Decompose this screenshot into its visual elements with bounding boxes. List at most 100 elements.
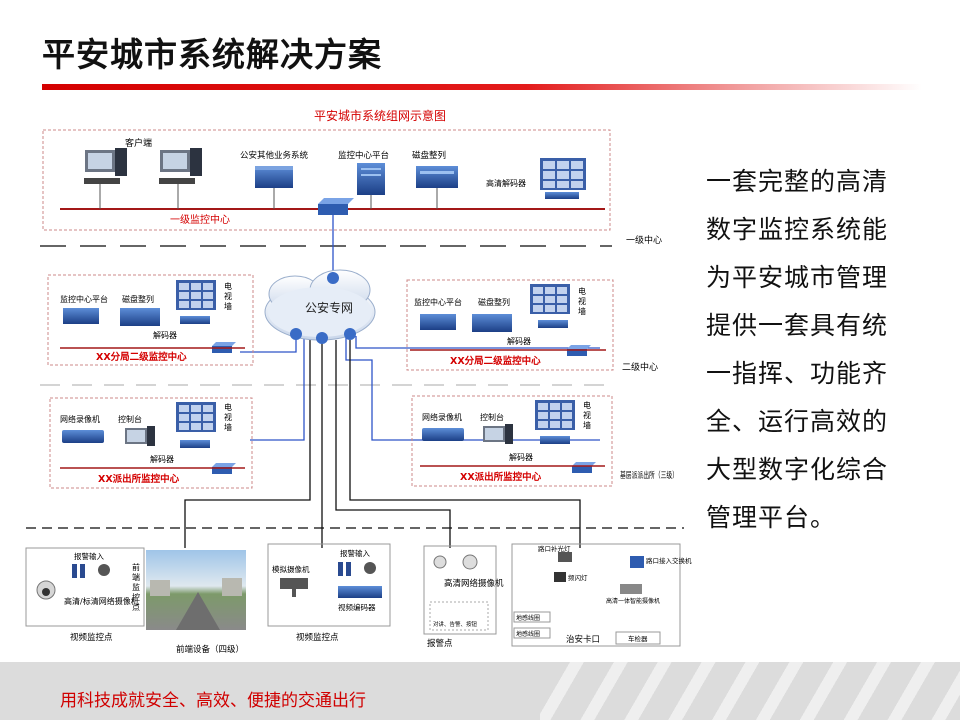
disk-label: 磁盘整列 bbox=[412, 150, 446, 161]
core-switch-icon bbox=[318, 198, 354, 215]
diagram-title: 平安城市系统组网示意图 bbox=[314, 108, 446, 123]
frontend-group-label: 前端设备（四级） bbox=[176, 644, 244, 655]
decoder-label: 高清解码器 bbox=[486, 178, 526, 188]
footer-slogan: 用科技成就安全、高效、便捷的交通出行 bbox=[60, 691, 366, 711]
branch-left-box bbox=[47, 274, 254, 366]
branch-right-decoder-label: 解码器 bbox=[507, 336, 531, 346]
station-left-console bbox=[125, 426, 155, 446]
branch-left-tvwall bbox=[176, 280, 216, 324]
branch-left-platform-label: 监控中心平台 bbox=[60, 294, 108, 304]
point1-alarm-label: 报警输入 bbox=[74, 551, 104, 561]
level1-center-label: 一级监控中心 bbox=[170, 213, 230, 226]
level1-tag: 一级中心 bbox=[626, 234, 662, 246]
point2-label: 视频监控点 bbox=[296, 632, 339, 643]
point4-detector-label: 车检器 bbox=[628, 634, 648, 643]
client-computer bbox=[84, 148, 127, 184]
station-right-console-label: 控制台 bbox=[480, 412, 504, 422]
branch-right-box bbox=[406, 279, 614, 371]
point2-alarm-label: 报警输入 bbox=[340, 548, 370, 558]
police-system-server bbox=[255, 166, 293, 188]
police-network-cloud bbox=[264, 269, 376, 344]
branch-left-platform bbox=[63, 308, 99, 324]
platform-server bbox=[357, 163, 385, 195]
branch-right-disk bbox=[472, 314, 512, 332]
network-label: 公安专网 bbox=[305, 300, 353, 315]
description-text: 一套完整的高清数字监控系统能为平安城市管理提供一套具有统一指挥、功能齐全、运行高… bbox=[706, 167, 889, 532]
station-right-tvwall bbox=[535, 400, 575, 444]
point4-label: 治安卡口 bbox=[566, 634, 600, 645]
point2-encoder-label: 视频编码器 bbox=[338, 602, 376, 612]
point3-intercom-label: 对讲、告警、按钮 bbox=[433, 620, 478, 628]
point1-label: 视频监控点 bbox=[70, 632, 113, 643]
dome-camera-icon bbox=[36, 580, 56, 600]
frontend-point2-box bbox=[267, 543, 391, 627]
front-bayonet-label: 前端监控点 bbox=[132, 562, 140, 612]
branch-right-tvwall-label: 电视墙 bbox=[578, 286, 586, 316]
level1-box bbox=[42, 129, 611, 231]
alarm-icon bbox=[338, 562, 376, 576]
station-left-tvwall bbox=[176, 402, 216, 448]
frontend-point3-box bbox=[423, 545, 497, 635]
disk-array bbox=[416, 166, 458, 188]
station-left-switch-icon bbox=[212, 463, 236, 474]
frontend-point1-box bbox=[25, 547, 145, 627]
branch-right-label: XX分局二级监控中心 bbox=[450, 355, 541, 367]
branch-left-switch-icon bbox=[212, 342, 236, 353]
analog-camera-icon bbox=[280, 578, 308, 597]
station-right-switch-icon bbox=[572, 462, 596, 473]
branch-left-disk-label: 磁盘整列 bbox=[122, 294, 154, 304]
station-left-nvr-label: 网络录像机 bbox=[60, 414, 100, 424]
point3-label: 报警点 bbox=[427, 638, 453, 649]
footer-decoration bbox=[540, 662, 960, 720]
point2-analog-camera-label: 模拟摄像机 bbox=[272, 564, 310, 574]
station-left-console-label: 控制台 bbox=[118, 414, 142, 424]
branch-right-tvwall bbox=[530, 284, 570, 328]
station-right-nvr bbox=[422, 428, 464, 441]
point4-fill-light-label: 路口补光灯 bbox=[538, 544, 571, 553]
station-left-label: XX派出所监控中心 bbox=[98, 473, 180, 485]
point4-flash-label: 频闪灯 bbox=[568, 573, 588, 582]
point1-camera-label: 高清/标清网络摄像机 bbox=[64, 596, 139, 606]
point3-camera-label: 高清网络摄像机 bbox=[444, 578, 504, 589]
video-encoder-icon bbox=[338, 586, 382, 598]
point4-hd-camera-label: 高清一体智能摄像机 bbox=[606, 597, 660, 605]
station-left-box bbox=[49, 397, 253, 489]
station-left-nvr bbox=[62, 430, 104, 443]
network-diagram: 平安城市系统组网示意图 一级监控中心 客户端 公安其他业务系统 监控中心平台 磁… bbox=[25, 108, 692, 655]
station-right-nvr-label: 网络录像机 bbox=[422, 412, 462, 422]
frontend-point4-box bbox=[511, 543, 681, 647]
platform-label: 监控中心平台 bbox=[338, 150, 389, 161]
branch-left-label: XX分局二级监控中心 bbox=[96, 351, 187, 363]
level3-tag: 基层派派出所（三级） bbox=[620, 470, 678, 481]
flash-light-icon bbox=[554, 572, 566, 582]
fill-light-icon bbox=[558, 552, 572, 562]
branch-right-switch-icon bbox=[567, 345, 591, 356]
point4-access-switch-label: 路口接入交换机 bbox=[646, 556, 692, 565]
police-system-label: 公安其他业务系统 bbox=[240, 150, 309, 161]
branch-right-platform bbox=[420, 314, 456, 330]
footer-bar: 用科技成就安全、高效、便捷的交通出行 bbox=[0, 662, 960, 720]
branch-left-decoder-label: 解码器 bbox=[153, 330, 177, 340]
frontend-links bbox=[184, 340, 581, 548]
branch-right-disk-label: 磁盘整列 bbox=[478, 297, 510, 307]
client-computer bbox=[159, 148, 202, 184]
access-switch-icon bbox=[630, 556, 644, 568]
station-right-box bbox=[411, 395, 613, 487]
branch-left-disk bbox=[120, 308, 160, 326]
alarm-sensor-icon bbox=[72, 564, 110, 578]
branch-left-tvwall-label: 电视墙 bbox=[224, 281, 232, 311]
level2-tag: 二级中心 bbox=[622, 361, 658, 373]
station-left-decoder-label: 解码器 bbox=[150, 454, 174, 464]
client-label: 客户端 bbox=[125, 137, 152, 149]
point4-loop1-label: 地感线圈 bbox=[516, 614, 540, 622]
hd-camera-icon bbox=[433, 554, 478, 570]
branch-right-platform-label: 监控中心平台 bbox=[414, 297, 462, 307]
title-divider bbox=[42, 84, 922, 90]
point4-loop2-label: 地感线圈 bbox=[516, 630, 540, 638]
station-right-decoder-label: 解码器 bbox=[509, 452, 533, 462]
station-right-tvwall-label: 电视墙 bbox=[583, 400, 591, 430]
station-right-label: XX派出所监控中心 bbox=[460, 471, 542, 483]
smart-camera-icon bbox=[620, 584, 642, 594]
page-title: 平安城市系统解决方案 bbox=[42, 35, 382, 74]
decoder-wall bbox=[540, 158, 586, 199]
